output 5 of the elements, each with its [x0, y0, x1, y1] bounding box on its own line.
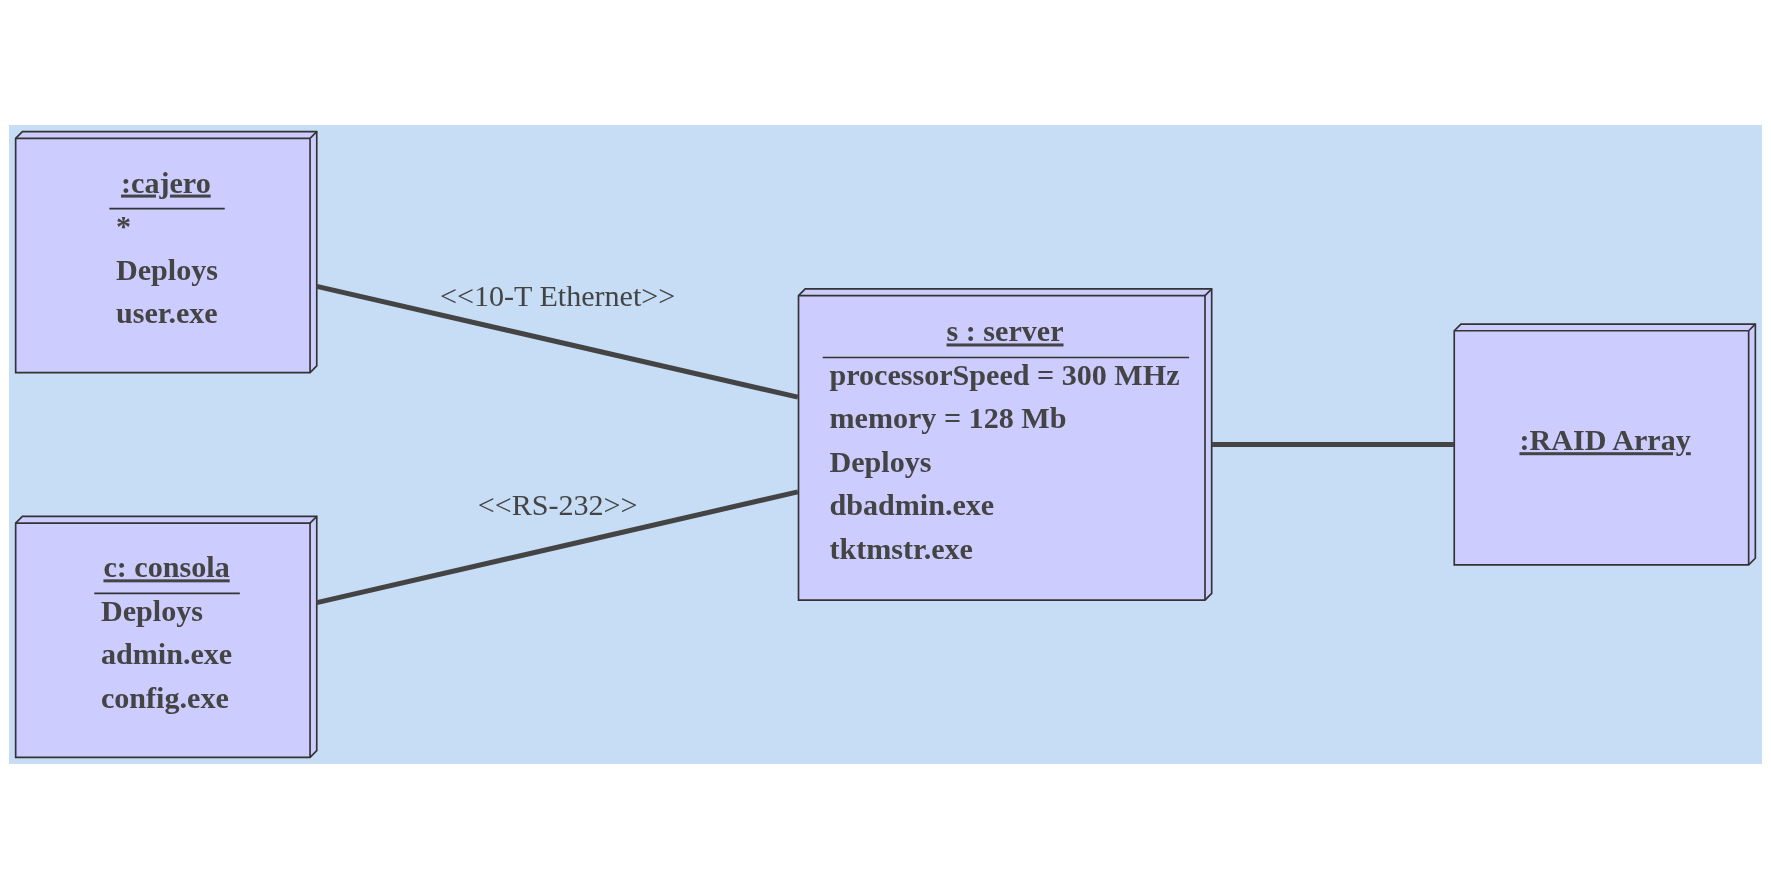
- connector: [316, 488, 799, 605]
- edge-label: <<10-T Ethernet>>: [439, 278, 676, 313]
- edge-label: <<RS-232>>: [477, 487, 638, 522]
- connector: [1212, 441, 1454, 447]
- connector: [316, 283, 799, 400]
